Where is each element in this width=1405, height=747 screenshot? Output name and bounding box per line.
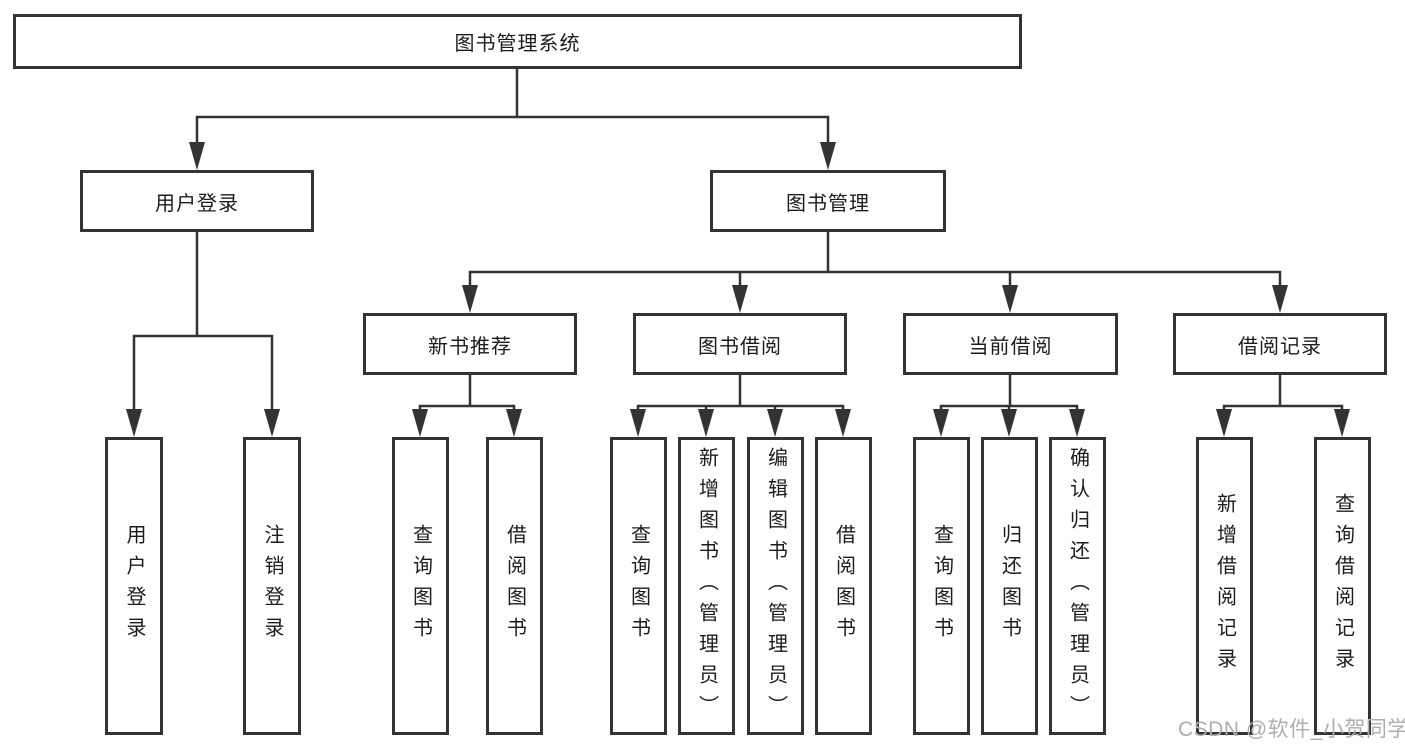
node-submodule-current-borrow-label: 当前借阅 [968, 335, 1053, 358]
node-submodule-new-book-recommend-label: 新书推荐 [428, 335, 512, 358]
node-leaf-add-borrow-record: 新增借阅记录 [1196, 437, 1253, 735]
node-leaf-confirm-return-admin: 确认归还（管理员） [1049, 437, 1106, 735]
node-module-user-login-label: 用户登录 [155, 192, 239, 215]
node-leaf-return-book-label: 归还图书 [998, 524, 1021, 648]
node-leaf-borrow-query-book: 查询图书 [610, 437, 667, 735]
node-leaf-edit-book-admin: 编辑图书（管理员） [747, 437, 804, 735]
node-root-system: 图书管理系统 [13, 14, 1022, 69]
node-module-book-management-label: 图书管理 [786, 192, 870, 215]
node-root-label: 图书管理系统 [454, 33, 581, 55]
node-leaf-current-query-book-label: 查询图书 [930, 524, 953, 648]
node-submodule-borrow-records-label: 借阅记录 [1238, 335, 1322, 358]
node-leaf-current-query-book: 查询图书 [913, 437, 970, 735]
node-submodule-new-book-recommend: 新书推荐 [363, 313, 577, 375]
watermark: CSDN @软件_小贺同学 [1178, 718, 1405, 741]
node-leaf-add-borrow-record-label: 新增借阅记录 [1213, 493, 1236, 679]
node-leaf-logout-label: 注销登录 [261, 524, 283, 648]
node-module-book-management: 图书管理 [710, 170, 946, 232]
node-leaf-add-book-admin: 新增图书（管理员） [678, 437, 735, 735]
node-submodule-borrow-records: 借阅记录 [1173, 313, 1387, 375]
node-leaf-user-login-label: 用户登录 [123, 524, 145, 648]
node-leaf-query-borrow-record: 查询借阅记录 [1314, 437, 1371, 735]
node-submodule-book-borrow-label: 图书借阅 [698, 335, 782, 358]
node-leaf-borrow-query-book-label: 查询图书 [627, 524, 650, 648]
node-leaf-borrow-book: 借阅图书 [815, 437, 872, 735]
node-leaf-borrow-book-label: 借阅图书 [832, 524, 855, 648]
node-module-user-login: 用户登录 [80, 170, 314, 232]
node-leaf-logout: 注销登录 [243, 437, 301, 735]
node-leaf-query-borrow-record-label: 查询借阅记录 [1331, 493, 1354, 679]
node-leaf-recommend-borrow-book: 借阅图书 [486, 437, 543, 735]
node-leaf-recommend-borrow-book-label: 借阅图书 [503, 524, 526, 648]
node-leaf-add-book-admin-label: 新增图书（管理员） [695, 446, 718, 726]
node-submodule-book-borrow: 图书借阅 [633, 313, 847, 375]
node-leaf-return-book: 归还图书 [981, 437, 1038, 735]
node-leaf-recommend-query-book-label: 查询图书 [409, 524, 432, 648]
node-leaf-user-login: 用户登录 [105, 437, 163, 735]
node-leaf-recommend-query-book: 查询图书 [392, 437, 449, 735]
node-submodule-current-borrow: 当前借阅 [903, 313, 1118, 375]
node-leaf-edit-book-admin-label: 编辑图书（管理员） [764, 446, 787, 726]
node-leaf-confirm-return-admin-label: 确认归还（管理员） [1066, 446, 1089, 726]
